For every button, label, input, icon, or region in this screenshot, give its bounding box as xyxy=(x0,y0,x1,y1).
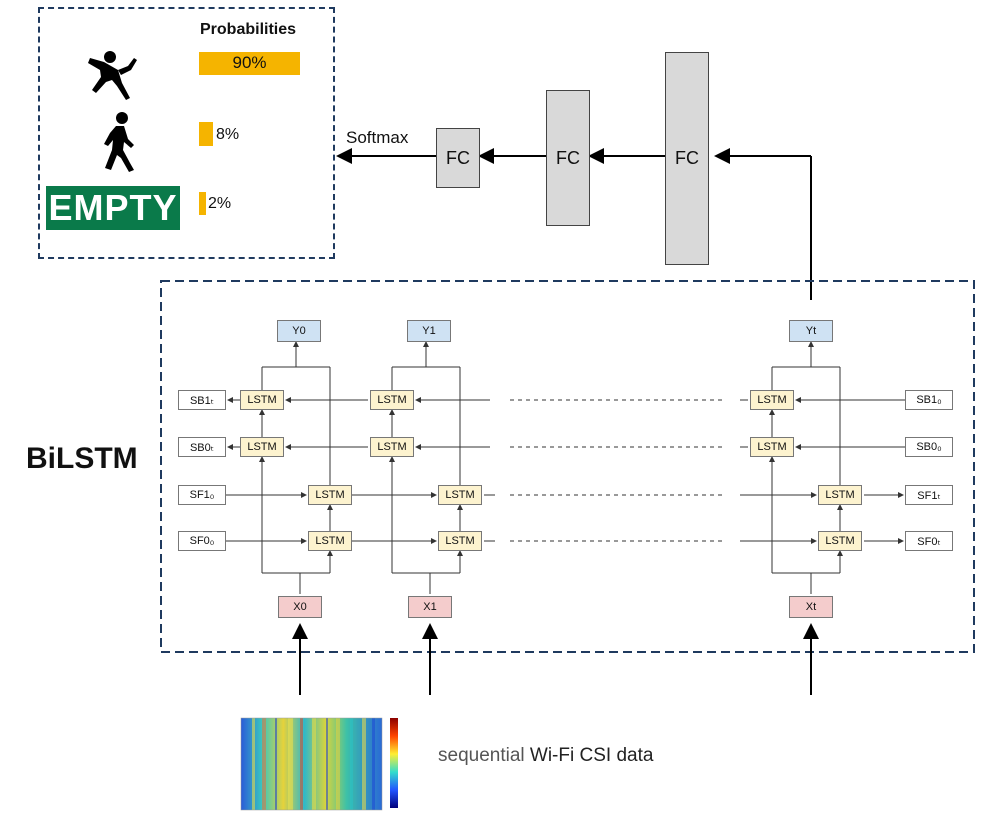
probabilities-title: Probabilities xyxy=(200,21,297,38)
fc-layer-1: FC xyxy=(665,52,709,265)
state-sb1-right: SB1₀ xyxy=(905,390,953,410)
csi-caption: sequential Wi-Fi CSI data xyxy=(438,745,653,767)
walking-person-icon xyxy=(104,112,134,172)
input-node: X1 xyxy=(408,596,452,618)
empty-badge: EMPTY xyxy=(46,186,180,230)
lstm-cell-backward: LSTM xyxy=(750,437,794,457)
state-sb0-right: SB0₀ xyxy=(905,437,953,457)
walk-probability-bar xyxy=(199,122,213,146)
state-sf1-left: SF1₀ xyxy=(178,485,226,505)
csi-heatmap xyxy=(240,717,398,811)
lstm-cell-forward: LSTM xyxy=(818,485,862,505)
output-node: Yt xyxy=(789,320,833,342)
state-sf0-right: SF0ₜ xyxy=(905,531,953,551)
lstm-cell-backward: LSTM xyxy=(370,437,414,457)
lstm-cell-backward: LSTM xyxy=(240,390,284,410)
lstm-cell-backward: LSTM xyxy=(370,390,414,410)
lstm-cell-forward: LSTM xyxy=(818,531,862,551)
output-node: Y1 xyxy=(407,320,451,342)
input-node: Xt xyxy=(789,596,833,618)
fc-layer-3: FC xyxy=(436,128,480,188)
fc-layer-2: FC xyxy=(546,90,590,226)
state-sf0-left: SF0₀ xyxy=(178,531,226,551)
csi-caption-prefix: sequential xyxy=(438,745,525,766)
falling-person-icon xyxy=(88,51,137,100)
probabilities-panel xyxy=(38,7,335,259)
fall-probability-label: 90% xyxy=(232,53,267,72)
state-sb0-left: SB0ₜ xyxy=(178,437,226,457)
output-node: Y0 xyxy=(277,320,321,342)
lstm-cell-forward: LSTM xyxy=(438,531,482,551)
fall-probability-bar xyxy=(199,52,300,75)
lstm-cell-backward: LSTM xyxy=(750,390,794,410)
softmax-label: Softmax xyxy=(346,128,409,147)
lstm-cell-backward: LSTM xyxy=(240,437,284,457)
csi-caption-rest: Wi-Fi CSI data xyxy=(524,745,654,766)
walk-probability-label: 8% xyxy=(216,126,240,143)
lstm-cell-forward: LSTM xyxy=(438,485,482,505)
lstm-cell-forward: LSTM xyxy=(308,531,352,551)
empty-probability-label: 2% xyxy=(208,195,232,212)
empty-probability-bar xyxy=(199,192,206,215)
state-sf1-right: SF1ₜ xyxy=(905,485,953,505)
bilstm-title: BiLSTM xyxy=(26,442,138,475)
input-node: X0 xyxy=(278,596,322,618)
state-sb1-left: SB1ₜ xyxy=(178,390,226,410)
lstm-cell-forward: LSTM xyxy=(308,485,352,505)
